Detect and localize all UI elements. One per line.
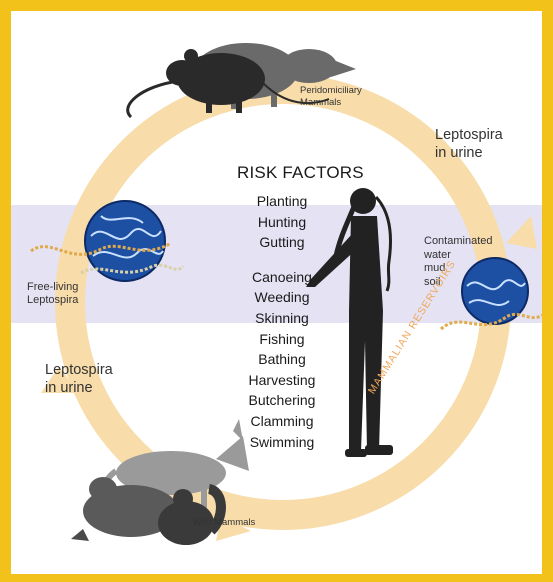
cycle-arrow-right	[506, 216, 537, 249]
urine-label-right: Leptospira in urine	[435, 126, 503, 162]
risk-factor: Planting	[243, 191, 321, 212]
risk-factor: Hunting	[243, 212, 321, 233]
risk-factor: Swimming	[243, 432, 321, 453]
diagram-panel: RISK FACTORS Planting Hunting Gutting Ca…	[11, 11, 542, 574]
peridomiciliary-mammals-label: Peridomiciliary Mammals	[300, 85, 362, 109]
risk-factor: Harvesting	[243, 370, 321, 391]
risk-factor: Bathing	[243, 349, 321, 370]
risk-factors-list: Planting Hunting Gutting Canoeing Weedin…	[243, 191, 321, 452]
risk-factor: Canoeing	[243, 267, 321, 288]
risk-factor: Fishing	[243, 329, 321, 350]
urine-label-left: Leptospira in urine	[45, 361, 113, 397]
risk-factor: Clamming	[243, 411, 321, 432]
free-living-leptospira-globe-icon	[31, 201, 183, 281]
risk-factor: Weeding	[243, 287, 321, 308]
wild-mammals-label: Wild Mammals	[193, 517, 255, 528]
risk-factor: Gutting	[243, 232, 321, 253]
risk-factors-title: RISK FACTORS	[237, 163, 364, 183]
risk-factor: Butchering	[243, 390, 321, 411]
risk-factor: Skinning	[243, 308, 321, 329]
free-living-leptospira-label: Free-living Leptospira	[27, 281, 78, 307]
